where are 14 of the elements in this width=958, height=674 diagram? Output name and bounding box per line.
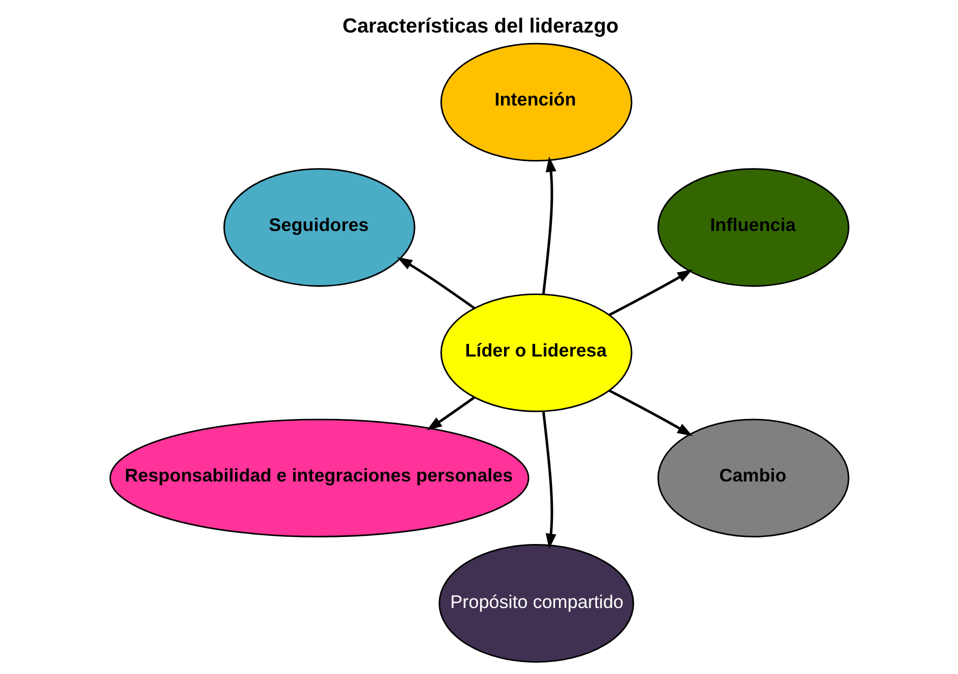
arrow xyxy=(426,396,475,430)
node-ellipse: Líder o Lideresa xyxy=(440,292,632,412)
arrow xyxy=(608,389,692,436)
arrow xyxy=(542,156,556,294)
arrow xyxy=(608,268,692,316)
node-ellipse: Propósito compartido xyxy=(438,544,634,662)
arrow xyxy=(396,256,475,309)
node-ellipse: Cambio xyxy=(656,418,849,537)
arrow xyxy=(542,410,556,548)
node-ellipse: Intención xyxy=(440,42,632,162)
diagram-title: Características del liderazgo xyxy=(342,14,618,37)
node-ellipse: Seguidores xyxy=(222,168,415,286)
node-ellipse: Responsabilidad e integraciones personales xyxy=(108,418,529,537)
node-ellipse: Influencia xyxy=(656,168,849,286)
